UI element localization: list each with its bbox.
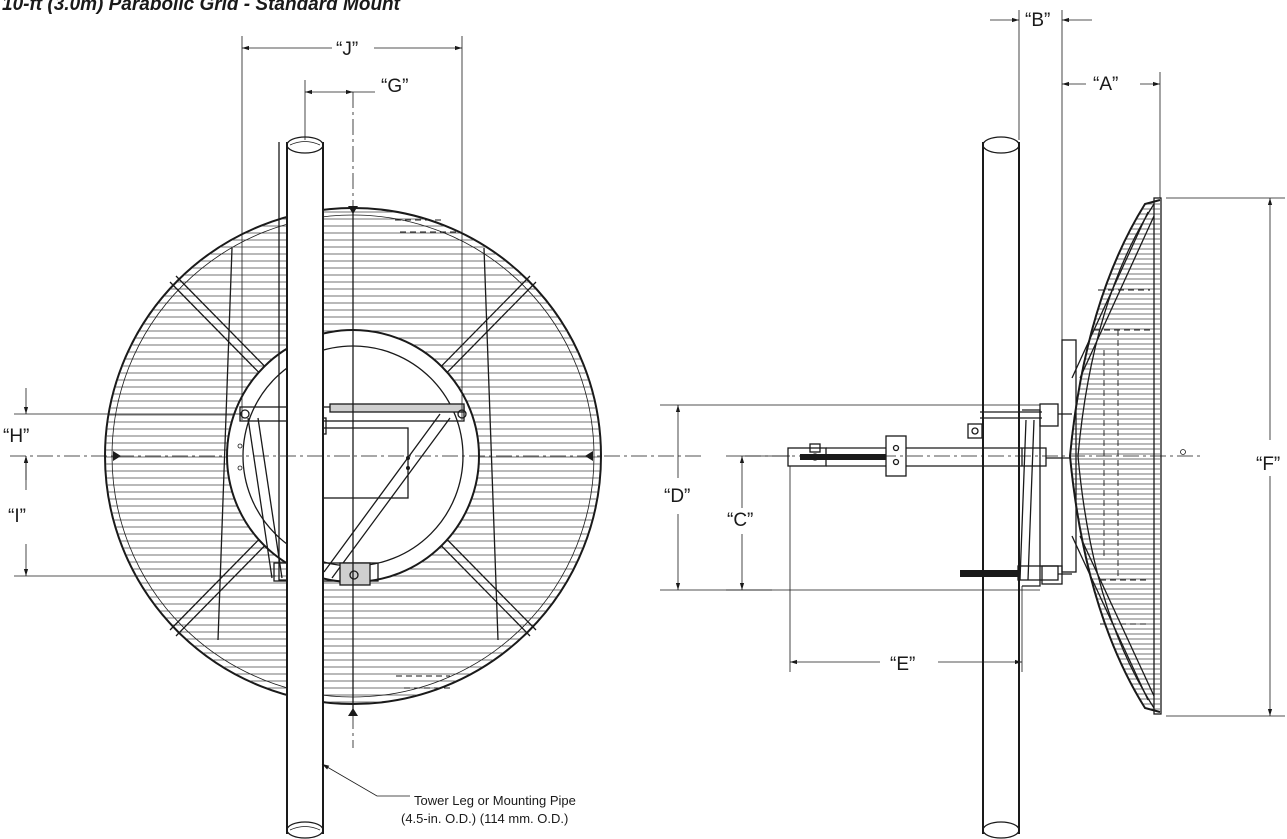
dimension-a: “A” bbox=[1062, 72, 1161, 198]
page-title: 10-ft (3.0m) Parabolic Grid - Standard M… bbox=[2, 0, 400, 15]
dim-label-a: “A” bbox=[1093, 74, 1118, 95]
callout-line-2: (4.5-in. O.D.) (114 mm. O.D.) bbox=[401, 811, 568, 826]
dimension-j: “J” bbox=[241, 36, 463, 420]
dim-label-b: “B” bbox=[1025, 10, 1050, 31]
mounting-pipe bbox=[278, 136, 324, 839]
side-bracket bbox=[967, 403, 1072, 587]
dimension-g: “G” bbox=[304, 76, 408, 140]
dim-label-d: “D” bbox=[664, 486, 690, 507]
front-view: “J” “G” “H” “I” Tower Leg or Mounting Pi… bbox=[3, 36, 705, 839]
dimension-d: “D” bbox=[660, 404, 1040, 591]
side-dish-grid bbox=[1070, 203, 1160, 710]
pipe-callout: Tower Leg or Mounting Pipe (4.5-in. O.D.… bbox=[321, 763, 576, 826]
dimension-b: “B” bbox=[990, 10, 1092, 340]
dim-label-h: “H” bbox=[3, 426, 29, 447]
dimension-i: “I” bbox=[8, 456, 276, 577]
dim-label-f: “F” bbox=[1256, 454, 1280, 475]
dim-label-i: “I” bbox=[8, 506, 26, 527]
dim-label-j: “J” bbox=[336, 39, 358, 60]
dimension-h: “H” bbox=[3, 388, 240, 480]
callout-line-1: Tower Leg or Mounting Pipe bbox=[414, 793, 576, 808]
dim-label-g: “G” bbox=[381, 76, 408, 97]
dimension-f: “F” bbox=[1166, 197, 1285, 717]
side-mounting-pipe bbox=[982, 136, 1020, 839]
dim-label-e: “E” bbox=[890, 654, 915, 675]
dimension-c: “C” bbox=[726, 455, 790, 591]
dim-label-c: “C” bbox=[727, 510, 753, 531]
dimension-e: “E” bbox=[789, 466, 1023, 675]
side-view: “B” “A” “F” “D” “C” bbox=[660, 10, 1285, 839]
threaded-rods bbox=[800, 454, 1059, 581]
strut-arm bbox=[787, 435, 1022, 477]
